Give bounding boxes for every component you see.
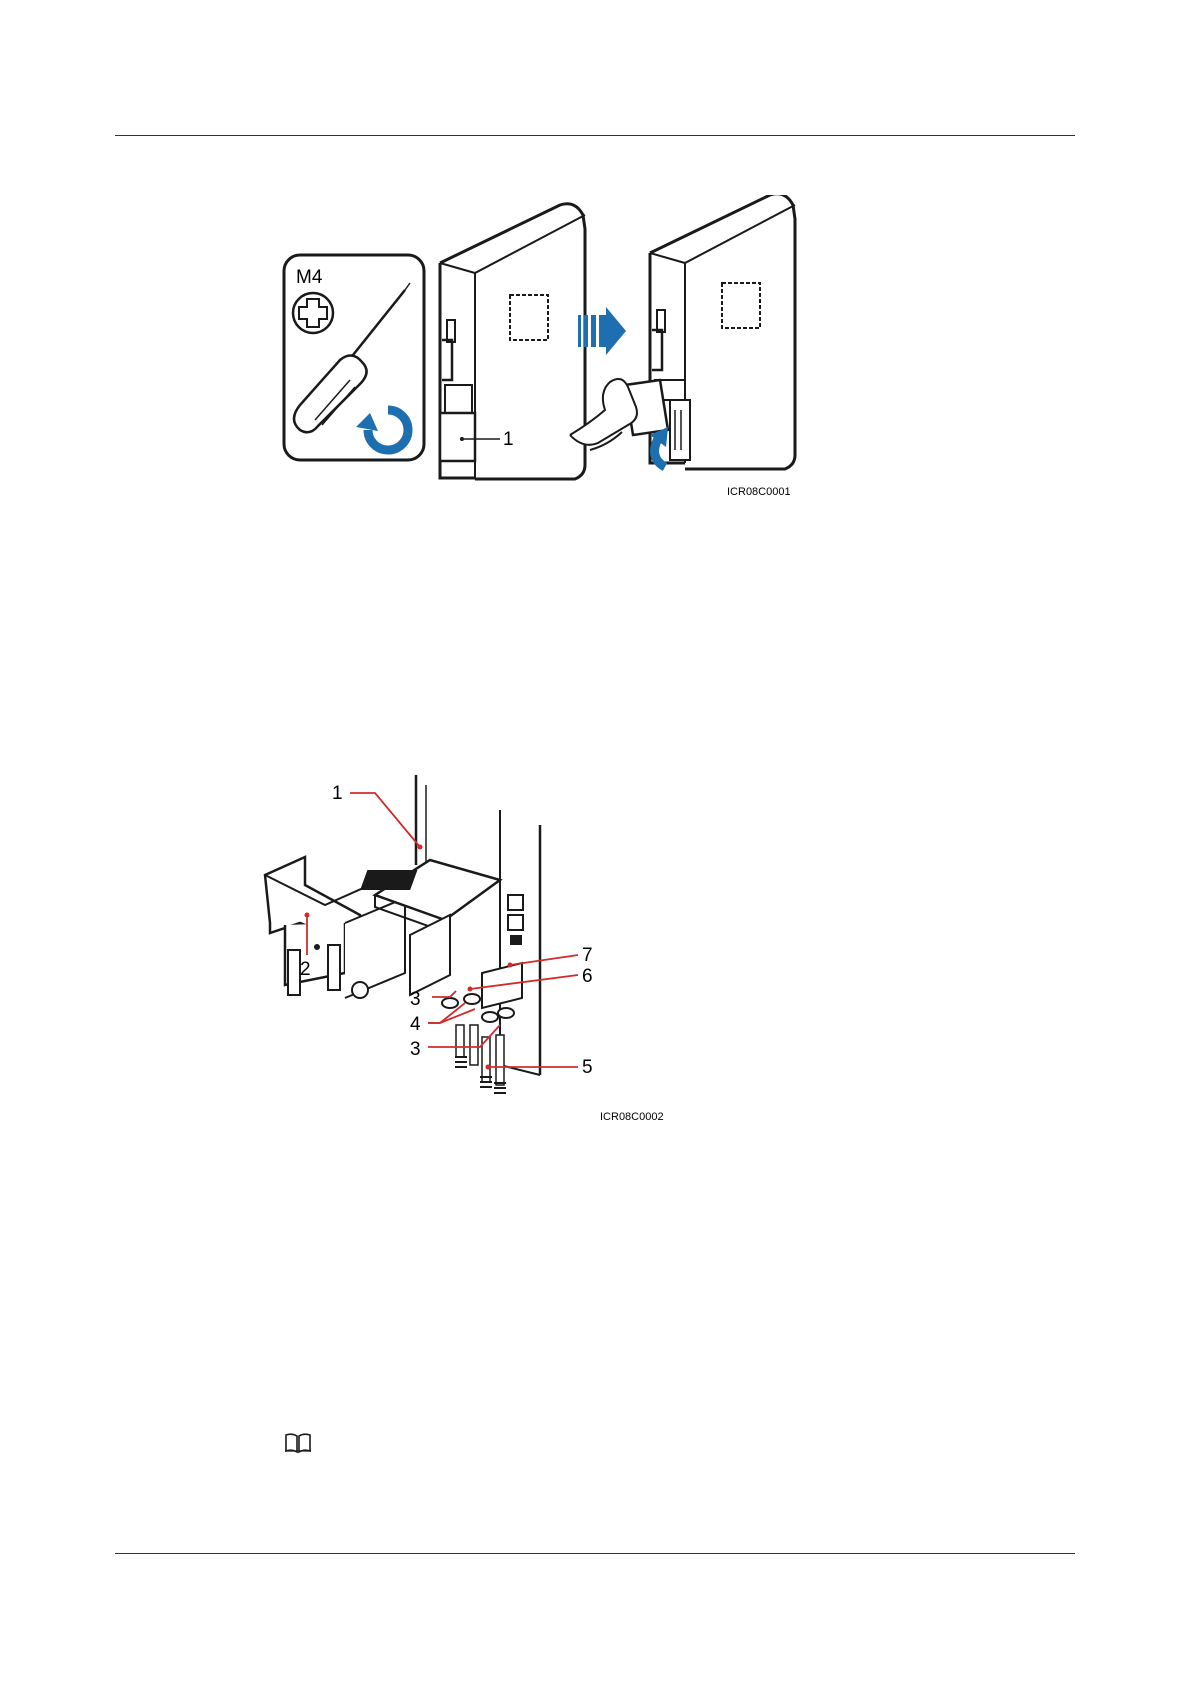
callout-4-label: 4 bbox=[410, 1014, 421, 1035]
callout-7-label: 7 bbox=[582, 945, 593, 966]
figure-2-illustration: 1 2 3 4 3 5 6 7 ICR08C0002 bbox=[260, 775, 700, 1175]
callout-1-label: 1 bbox=[332, 783, 343, 804]
callout-2-label: 2 bbox=[300, 959, 311, 980]
tool-panel: M4 bbox=[284, 255, 424, 460]
book-icon bbox=[283, 1432, 313, 1454]
callout-1-label: 1 bbox=[503, 429, 514, 450]
phillips-head-icon bbox=[293, 293, 333, 333]
figure-2-id: ICR08C0002 bbox=[600, 1111, 664, 1123]
header-rule bbox=[115, 135, 1075, 136]
side-ports bbox=[482, 895, 523, 1008]
figure-cabling-area: 1 2 3 4 3 5 6 7 ICR08C0002 bbox=[260, 775, 700, 1175]
callout-6-label: 6 bbox=[582, 966, 593, 987]
callout-3-label: 3 bbox=[410, 989, 421, 1010]
footer-rule bbox=[115, 1553, 1075, 1554]
figure-remove-cover: M4 bbox=[260, 195, 860, 545]
cable-glands bbox=[442, 994, 514, 1093]
tool-label: M4 bbox=[296, 267, 323, 288]
callout-3b-label: 3 bbox=[410, 1039, 421, 1060]
cabinet-right bbox=[650, 195, 795, 469]
figure-1-illustration: M4 bbox=[260, 195, 860, 545]
callout-5-label: 5 bbox=[582, 1057, 593, 1078]
figure-1-id: ICR08C0001 bbox=[727, 486, 791, 498]
